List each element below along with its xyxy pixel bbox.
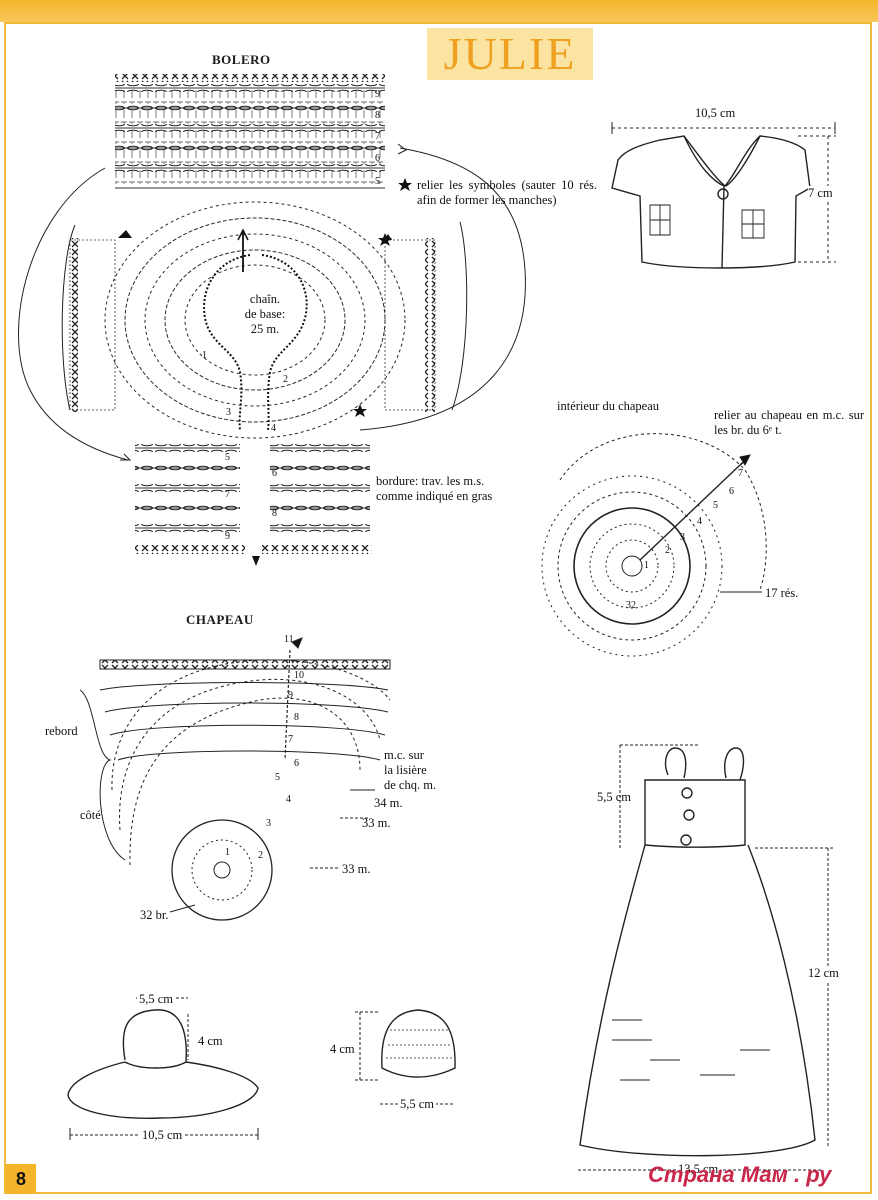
chapeau-row-5: 5	[275, 772, 280, 783]
jacket-sketch	[611, 122, 836, 269]
chapeau-count-33a: 33 m.	[362, 816, 391, 830]
bolero-connector-arrows	[18, 143, 526, 461]
hat-inside-diagram	[541, 433, 767, 657]
bolero-row-8: 8	[375, 110, 380, 121]
bolero-center-row-1: 1	[202, 350, 207, 361]
bolero-row-7: 7	[375, 131, 380, 142]
hat-width-label: 10,5 cm	[140, 1128, 185, 1143]
chapeau-row-8: 8	[294, 712, 299, 723]
bolero-row-5: 5	[375, 176, 380, 187]
dress-top-label: 5,5 cm	[597, 790, 632, 804]
page-frame	[4, 22, 872, 1194]
hat-sketch	[67, 997, 259, 1140]
title-box: JULIE	[427, 28, 593, 80]
star-symbols	[353, 178, 412, 417]
bolero-lower-row-5: 5	[225, 452, 230, 463]
chapeau-rebord-label: rebord	[45, 724, 78, 738]
cap-sketch	[355, 1009, 456, 1105]
chapeau-row-11: 11	[284, 634, 294, 645]
dress-sketch	[578, 744, 835, 1171]
bolero-row-9: 9	[375, 89, 380, 100]
hat-inside-join-note: relier au chapeau en m.c. sur les br. du…	[714, 408, 864, 437]
hat-inside-row-2: 2	[665, 545, 670, 556]
chapeau-count-32: 32 br.	[140, 908, 169, 922]
cap-height-label: 4 cm	[330, 1042, 355, 1056]
hat-height-label: 4 cm	[198, 1034, 223, 1048]
bolero-front-panels	[135, 444, 372, 566]
hat-inside-row-5: 5	[713, 500, 718, 511]
bolero-border-note: bordure: trav. les m.s. comme indiqué en…	[376, 474, 493, 503]
chapeau-diagram	[79, 637, 391, 921]
chapeau-mc-note: m.c. sur la lisière de chq. m.	[384, 748, 437, 792]
chapeau-heading: CHAPEAU	[186, 612, 254, 627]
chapeau-row-10: 10	[294, 670, 304, 681]
hat-inside-row-4: 4	[697, 516, 702, 527]
chapeau-count-34: 34 m.	[374, 796, 403, 810]
chapeau-row-3: 3	[266, 818, 271, 829]
hat-inside-row-3: 3	[680, 532, 685, 543]
cap-width-label: 5,5 cm	[398, 1097, 437, 1112]
hat-inside-heading: intérieur du chapeau	[557, 399, 660, 413]
jacket-width-label: 10,5 cm	[695, 106, 736, 120]
chapeau-cote-label: côté	[80, 808, 101, 822]
bolero-lower-row-6: 6	[272, 468, 277, 479]
bolero-row-6: 6	[375, 153, 380, 164]
bolero-join-note: relier les symboles (sauter 10 rés. afin…	[417, 178, 597, 207]
hat-top-label: 5,5 cm	[137, 992, 176, 1007]
chapeau-row-1: 1	[225, 847, 230, 858]
top-accent-band	[0, 0, 878, 22]
bolero-center-row-2: 2	[283, 374, 288, 385]
watermark: Страна Мам . ру	[648, 1162, 832, 1187]
hat-inside-center-count: 32	[626, 600, 636, 611]
chapeau-row-2: 2	[258, 850, 263, 861]
bolero-lower-row-7: 7	[225, 489, 230, 500]
chapeau-count-33b: 33 m.	[342, 862, 371, 876]
bolero-base-chain-label: chaîn. de base: 25 m.	[244, 292, 286, 336]
bolero-heading: BOLERO	[212, 52, 271, 67]
page-number: 8	[6, 1164, 36, 1194]
chapeau-row-7: 7	[288, 734, 293, 745]
bolero-center-row-4: 4	[271, 423, 276, 434]
page-title: JULIE	[443, 28, 577, 79]
chapeau-row-4: 4	[286, 794, 291, 805]
chapeau-row-9: 9	[288, 690, 293, 701]
hat-inside-row-6: 6	[729, 486, 734, 497]
dress-length-label: 12 cm	[808, 966, 839, 981]
hat-inside-row-7: 7	[738, 468, 743, 479]
bolero-yoke	[115, 74, 385, 189]
chapeau-row-6: 6	[294, 758, 299, 769]
hat-inside-row-1: 1	[644, 560, 649, 571]
bolero-center-row-3: 3	[226, 407, 231, 418]
bolero-lower-row-9: 9	[225, 531, 230, 542]
bolero-round-body	[104, 201, 406, 439]
hat-inside-rows-label: 17 rés.	[765, 586, 799, 600]
bolero-lower-row-8: 8	[272, 508, 277, 519]
jacket-height-label: 7 cm	[808, 186, 833, 201]
dress-bottom-label: 13,5 cm	[676, 1162, 721, 1177]
